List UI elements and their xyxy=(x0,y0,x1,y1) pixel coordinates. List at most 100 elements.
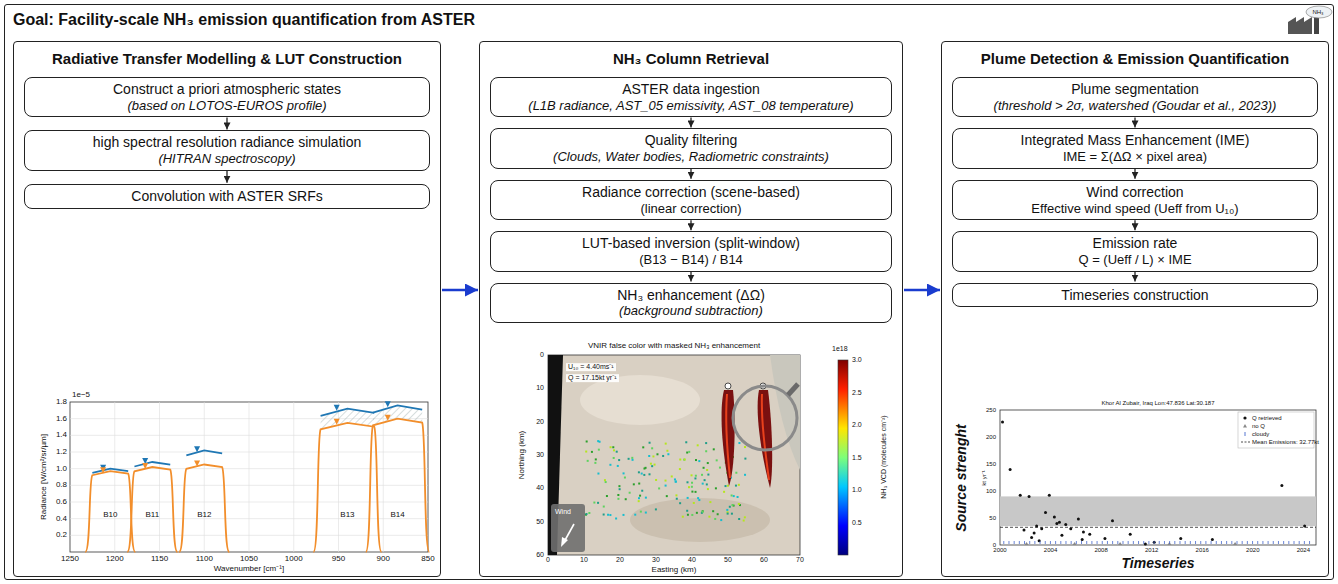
plot-mark xyxy=(706,469,708,471)
plot-mark xyxy=(665,443,667,445)
legend-sample xyxy=(1241,442,1250,443)
step-title: Radiance correction (scene-based) xyxy=(497,184,885,201)
spectrum-chart xyxy=(70,401,429,552)
retrieval-point xyxy=(1030,536,1033,539)
mean-line xyxy=(1000,527,1316,528)
plot-mark xyxy=(595,458,597,460)
plot-mark xyxy=(731,504,733,506)
plot-mark xyxy=(688,486,690,488)
axis-label: Radiance [W/cm²/sr/µm] xyxy=(40,434,49,520)
step-title: ASTER data ingestion xyxy=(497,81,885,98)
retrieval-point xyxy=(1144,542,1147,545)
axis-label: 60 xyxy=(760,556,768,564)
retrieval-point xyxy=(1009,468,1012,471)
plot-mark xyxy=(702,510,704,512)
plot-mark xyxy=(671,475,673,477)
axis-label: 2020 xyxy=(1246,547,1259,554)
radiance-curve xyxy=(92,469,128,473)
cloudy-marker xyxy=(1304,541,1305,544)
flow-arrow xyxy=(690,272,691,282)
plot-mark xyxy=(708,516,710,518)
plot-mark xyxy=(650,463,652,465)
plot-frame xyxy=(1000,410,1316,545)
retrieval-point xyxy=(1044,511,1047,514)
plot-mark xyxy=(645,512,647,514)
magnifier xyxy=(733,386,797,450)
axis-label: B13 xyxy=(340,510,354,519)
plot-mark xyxy=(691,474,693,476)
plume-map xyxy=(548,355,848,555)
step-title: high spectral resolution radiance simula… xyxy=(31,134,423,151)
plot-mark xyxy=(598,449,600,451)
plot-mark xyxy=(623,472,625,474)
plot-mark xyxy=(638,500,640,502)
axis-label: Easting (km) xyxy=(652,566,697,575)
axis-label: 2.5 xyxy=(852,389,862,397)
plot-mark xyxy=(622,514,624,516)
plot-mark xyxy=(719,467,721,469)
cloudy-marker xyxy=(1029,541,1030,544)
plot-mark xyxy=(738,442,740,444)
plot-mark xyxy=(585,514,587,516)
axis-label: Source strenght xyxy=(954,424,969,531)
plot-mark xyxy=(654,464,656,466)
retrieval-point xyxy=(1019,494,1022,497)
plot-mark xyxy=(684,459,686,461)
plot-mark xyxy=(691,491,693,493)
plot-mark xyxy=(726,509,728,511)
cloudy-marker xyxy=(1164,541,1165,544)
plot-mark xyxy=(612,446,614,448)
plot-mark xyxy=(159,402,160,552)
retrieval-point xyxy=(1028,495,1031,498)
process-box: Plume segmentation(threshold > 2σ, water… xyxy=(952,77,1318,117)
plot-mark xyxy=(586,440,588,442)
step-title: Construct a priori atmospheric states xyxy=(31,81,423,98)
process-box: ASTER data ingestion(L1B radiance, AST_0… xyxy=(490,77,892,117)
axis-label: 0.6 xyxy=(56,498,67,507)
cloudy-marker xyxy=(1086,541,1087,544)
axis-label: 100 xyxy=(986,488,996,495)
plot-mark xyxy=(640,511,642,513)
cloudy-marker xyxy=(1262,541,1263,544)
axis-label: 0.5 xyxy=(852,519,862,527)
step-title: Convolution with ASTER SRFs xyxy=(31,188,423,205)
axis-label: 3.0 xyxy=(852,356,862,364)
plot-mark xyxy=(607,514,609,516)
process-box: Integrated Mass Enhancement (IME)IME = Σ… xyxy=(952,128,1318,168)
flow-arrow xyxy=(1134,272,1135,282)
plot-mark xyxy=(638,483,640,485)
axis-label: B11 xyxy=(146,510,160,519)
cloudy-marker xyxy=(1050,541,1051,544)
plot-mark xyxy=(643,474,645,476)
cloudy-marker xyxy=(1014,541,1015,544)
plot-mark xyxy=(194,461,200,467)
flow-arrow xyxy=(1134,169,1135,179)
cloudy-marker xyxy=(1060,541,1061,544)
legend-text: no Q xyxy=(1252,423,1265,430)
plot-mark xyxy=(334,419,340,425)
axis-label: 20 xyxy=(616,556,624,564)
retrieval-point xyxy=(1023,528,1026,531)
plot-mark xyxy=(666,495,668,497)
plot-mark xyxy=(702,483,704,485)
plot-mark xyxy=(665,480,667,482)
cloudy-marker xyxy=(1231,541,1232,544)
retrieval-point xyxy=(1035,525,1038,528)
cloudy-marker xyxy=(1216,541,1217,544)
cloudy-marker xyxy=(1034,541,1035,544)
plot-mark xyxy=(619,488,621,490)
axis-label: 0 xyxy=(546,556,550,564)
plot-mark xyxy=(675,481,677,483)
plot-mark xyxy=(707,462,709,464)
legend-sample xyxy=(1243,416,1246,419)
plot-mark xyxy=(679,502,681,504)
axis-label: NH₃ xyxy=(1312,9,1323,16)
plot-mark xyxy=(715,487,717,489)
panel-heading: NH₃ Column Retrieval xyxy=(480,42,902,68)
legend-text: Q retrieved xyxy=(1252,415,1282,422)
process-box: NH₃ enhancement (ΔΩ)(background subtract… xyxy=(490,283,892,323)
radiance-curve xyxy=(134,462,170,467)
axis-label: VNIR false color with masked NH₃ enhance… xyxy=(588,342,760,351)
flow-arrow xyxy=(1134,220,1135,230)
